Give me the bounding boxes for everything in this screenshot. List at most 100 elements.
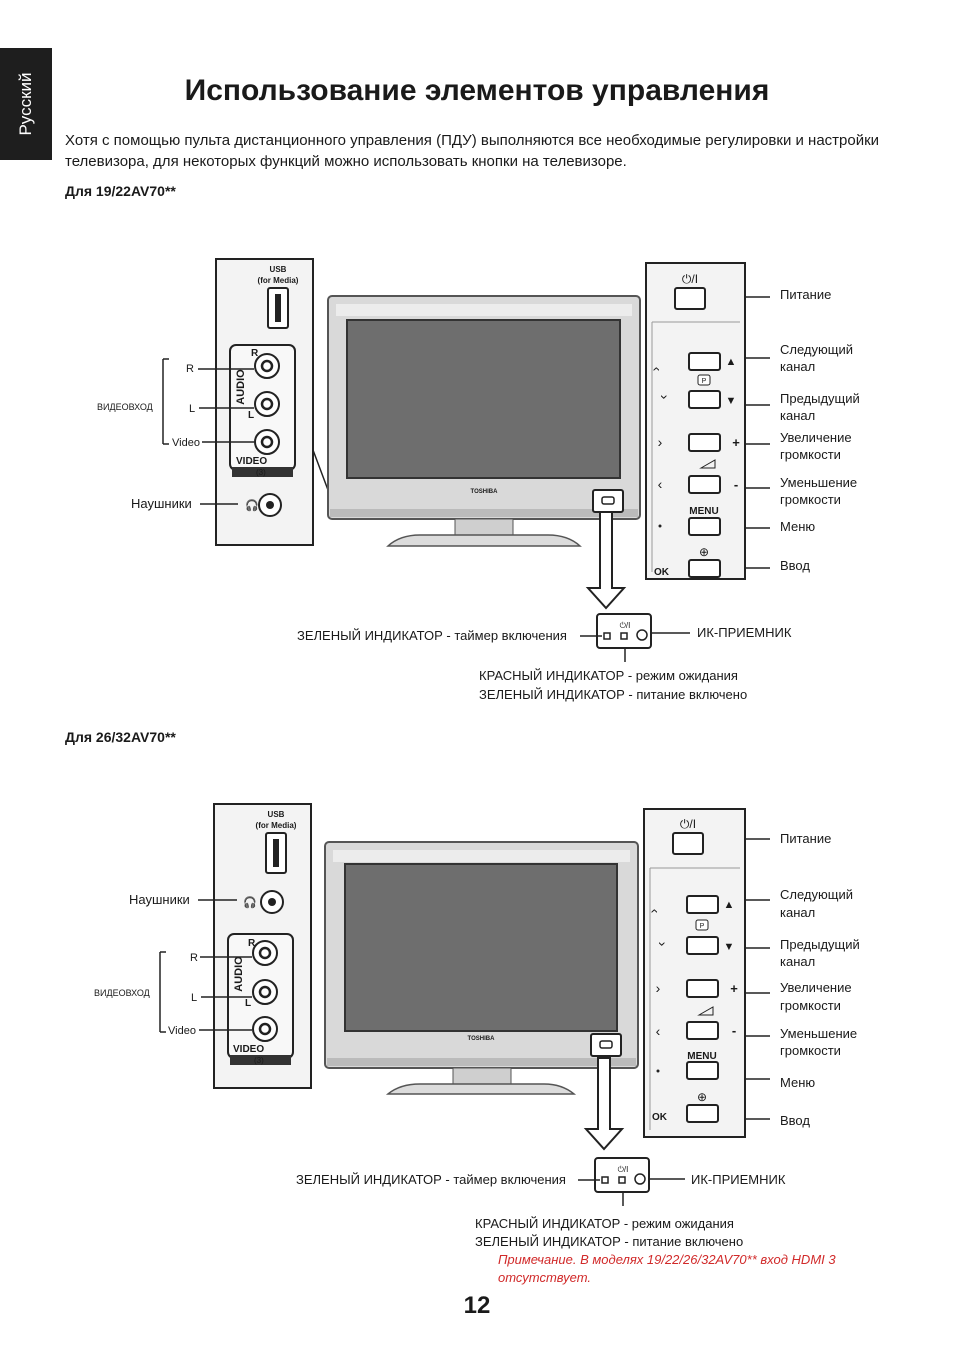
menu-button[interactable] [686,1061,719,1080]
indicator-power-icon: ⏻/I [618,1165,629,1174]
chevron-down-icon: › [657,395,673,400]
down-triangle-icon: ▼ [724,941,735,953]
ir-receiver-icon [636,629,648,641]
power-symbol: ⏻/I [680,817,696,831]
tv-stand [385,1083,577,1095]
button-panel [643,808,746,1138]
label-voldown-line1: Уменьшение [780,475,857,490]
left-r-label: R [190,952,198,964]
ok-symbol: OK [654,567,670,578]
label-input: Ввод [780,1113,810,1128]
chevron-up-icon: › [645,908,661,913]
channel-down-button[interactable] [688,390,721,409]
power-button[interactable] [672,832,704,855]
jack-r-label: R [248,938,256,949]
indicator-closeup [596,613,652,649]
chevron-left-icon: ‹ [656,1023,661,1039]
indicator-closeup [594,1157,650,1193]
p-badge [697,374,711,386]
label-prev-line2: канал [780,408,815,423]
tv-brand: TOSHIBA [468,1036,496,1042]
up-triangle-icon: ▲ [726,356,737,368]
power-button[interactable] [674,287,706,310]
channel-down-button[interactable] [686,936,719,955]
page-number: 12 [463,1292,491,1319]
down-triangle-icon: ▼ [726,395,737,407]
video-jack-icon [254,429,280,455]
jack-l-label: L [248,410,254,421]
plus-icon: + [730,981,738,996]
jack-r-label: R [251,348,259,359]
headphones-label: Наушники [131,496,192,511]
menu-button[interactable] [688,517,721,536]
ir-receiver-label: ИК-ПРИЕМНИК [697,625,792,640]
menu-symbol: MENU [689,506,718,517]
ir-receiver-icon [634,1173,646,1185]
label-menu: Меню [780,1075,815,1090]
label-next-line1: Следующий [780,887,853,902]
intro-paragraph: Хотя с помощью пульта дистанционного упр… [65,132,880,170]
video-in-label: ВИДЕОВХОД [94,988,150,998]
chevron-left-icon: ‹ [658,476,663,492]
usb-sub-label: (for Media) [258,276,299,285]
left-video-label: Video [172,437,200,449]
left-video-label: Video [168,1025,196,1037]
channel-up-button[interactable] [688,352,721,371]
left-l-label: L [191,992,197,1004]
volume-up-button[interactable] [686,979,719,998]
chevron-up-icon: › [647,366,663,371]
usb-label: USB [270,265,287,274]
hdmi-note: Примечание. В моделях 19/22/26/32AV70** … [498,1252,836,1285]
headphone-icon: 🎧 [243,896,257,909]
minus-icon: - [734,477,738,492]
red-indicator-label: КРАСНЫЙ ИНДИКАТОР - режим ожидания [479,668,738,683]
tv-brand: TOSHIBA [471,489,499,495]
power-led-icon [620,632,628,640]
label-volup-line2: громкости [780,998,841,1013]
audio-label: AUDIO [233,956,245,992]
section-1-model-heading: Для 19/22AV70** [65,183,176,199]
menu-symbol: MENU [687,1051,716,1062]
label-menu: Меню [780,519,815,534]
channel-up-button[interactable] [686,895,719,914]
label-next-line2: канал [780,905,815,920]
ir-receiver-label: ИК-ПРИЕМНИК [691,1172,786,1187]
label-power: Питание [780,831,831,846]
timer-indicator-label: ЗЕЛЕНЫЙ ИНДИКАТОР - таймер включения [297,628,567,643]
left-l-label: L [189,403,195,415]
p-symbol: P [702,378,707,385]
label-prev-line1: Предыдущий [780,391,860,406]
volume-ramp-icon [699,459,716,469]
input-button[interactable] [686,1104,719,1123]
volume-down-button[interactable] [686,1021,719,1040]
timer-led-icon [603,632,611,640]
volume-ramp-icon [697,1006,714,1016]
volume-up-button[interactable] [688,433,721,452]
section-2-diagram: USB (for Media) 🎧 AUDIO R L VIDEO (3) На… [94,803,860,1249]
input-num-label: (3) [256,468,266,477]
audio-label: AUDIO [235,369,247,405]
up-triangle-icon: ▲ [724,899,735,911]
label-voldown-line2: громкости [780,1043,841,1058]
section-1-diagram: USB (for Media) AUDIO R L VIDEO (3) 🎧 ВИ… [97,258,860,702]
usb-port-inner [273,839,279,867]
label-volup-line2: громкости [780,447,841,462]
input-3-strip [232,467,293,477]
headphones-label: Наушники [129,892,190,907]
page-title: Использование элементов управления [184,74,770,107]
tv-indicator-box [590,1033,622,1057]
label-volup-line1: Увеличение [780,980,852,995]
left-r-label: R [186,363,194,375]
label-prev-line2: канал [780,954,815,969]
minus-icon: - [732,1023,736,1038]
input-button[interactable] [688,559,721,578]
label-next-line2: канал [780,359,815,374]
label-input: Ввод [780,558,810,573]
label-voldown-line2: громкости [780,492,841,507]
input-3-strip [230,1055,291,1065]
p-badge [695,919,709,931]
tv-indicator-box [592,489,624,513]
label-power: Питание [780,287,831,302]
volume-down-button[interactable] [688,475,721,494]
usb-port-inner [275,294,281,322]
